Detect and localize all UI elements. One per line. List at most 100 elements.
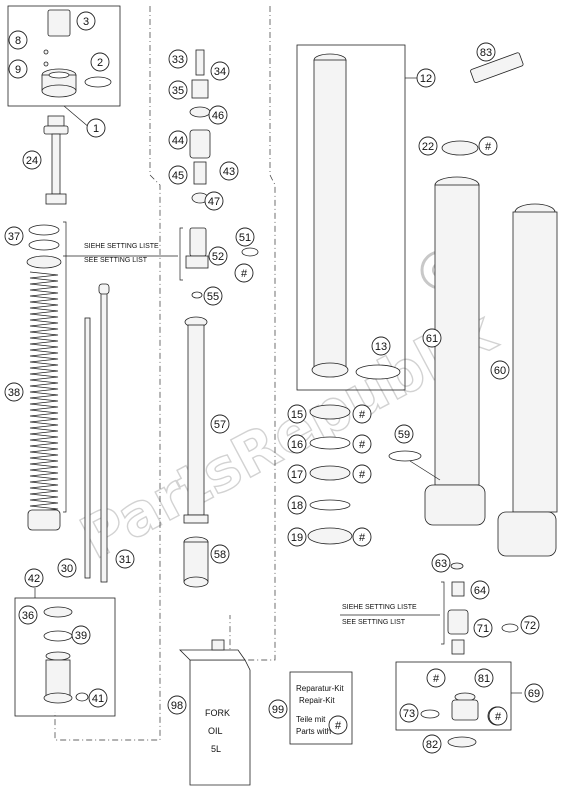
compression-kit-part — [43, 606, 89, 704]
svg-text:55: 55 — [207, 291, 219, 303]
callout-45: 45 — [168, 165, 188, 185]
svg-text:46: 46 — [212, 110, 224, 122]
svg-text:Parts with: Parts with — [296, 727, 331, 736]
hash-marker: # — [352, 527, 372, 547]
svg-text:Repair-Kit: Repair-Kit — [299, 696, 335, 705]
svg-text:34: 34 — [214, 66, 226, 78]
svg-text:61: 61 — [426, 333, 438, 345]
svg-text:15: 15 — [291, 409, 303, 421]
svg-text:FORK: FORK — [205, 708, 230, 718]
svg-text:5L: 5L — [211, 744, 221, 754]
svg-text:41: 41 — [92, 693, 104, 705]
callout-41: 41 — [88, 688, 108, 708]
hash-marker: # — [426, 668, 446, 688]
callout-36: 36 — [18, 605, 38, 625]
svg-text:37: 37 — [8, 231, 20, 243]
callout-1: 1 — [86, 118, 106, 138]
callout-8: 8 — [8, 30, 28, 50]
callout-63: 63 — [431, 553, 451, 573]
repair-kit-card: Reparatur-Kit Repair-Kit Teile mit Parts… — [289, 671, 353, 745]
callout-72: 72 — [520, 615, 540, 635]
inner-tube-box — [296, 44, 406, 391]
callout-19: 19 — [287, 527, 307, 547]
svg-text:#: # — [359, 469, 366, 481]
svg-text:69: 69 — [528, 688, 540, 700]
hash-marker: # — [352, 464, 372, 484]
fork-cap-part — [41, 9, 112, 98]
callout-64: 64 — [470, 580, 490, 600]
svg-text:18: 18 — [291, 500, 303, 512]
callout-98: 98 — [167, 695, 187, 715]
divider-line — [54, 6, 161, 741]
callout-16: 16 — [287, 434, 307, 454]
bottom-valve-part — [420, 562, 519, 748]
svg-text:12: 12 — [420, 73, 432, 85]
shim-stack-part — [185, 227, 259, 299]
setting-note-en: SEE SETTING LIST — [84, 257, 148, 264]
inner-tube-part — [311, 53, 401, 380]
svg-text:43: 43 — [223, 166, 235, 178]
callout-61: 61 — [422, 328, 442, 348]
svg-text:44: 44 — [172, 135, 184, 147]
callout-38: 38 — [4, 382, 24, 402]
callout-18: 18 — [287, 495, 307, 515]
svg-text:24: 24 — [26, 155, 38, 167]
callout-31: 31 — [115, 549, 135, 569]
svg-text:81: 81 — [478, 673, 490, 685]
callout-42: 42 — [24, 568, 44, 588]
callout-3: 3 — [76, 11, 96, 31]
svg-text:35: 35 — [172, 85, 184, 97]
svg-text:63: 63 — [435, 558, 447, 570]
svg-text:22: 22 — [422, 141, 434, 153]
svg-text:1: 1 — [93, 123, 99, 135]
svg-text:99: 99 — [272, 704, 284, 716]
svg-text:45: 45 — [172, 170, 184, 182]
svg-text:16: 16 — [291, 439, 303, 451]
hash-marker: # — [234, 263, 254, 283]
callout-15: 15 — [287, 404, 307, 424]
svg-text:#: # — [359, 409, 366, 421]
callout-44: 44 — [168, 130, 188, 150]
seal-rings-part — [307, 404, 353, 545]
callout-46: 46 — [208, 105, 228, 125]
fork-spring-part — [26, 224, 62, 531]
svg-text:30: 30 — [61, 563, 73, 575]
callout-58: 58 — [210, 544, 230, 564]
svg-text:36: 36 — [22, 610, 34, 622]
svg-text:83: 83 — [480, 47, 492, 59]
svg-text:#: # — [335, 720, 342, 732]
callout-43: 43 — [219, 161, 239, 181]
svg-text:#: # — [359, 532, 366, 544]
compression-kit-box — [14, 597, 116, 717]
svg-text:#: # — [433, 673, 440, 685]
svg-text:52: 52 — [212, 251, 224, 263]
svg-text:98: 98 — [171, 700, 183, 712]
callout-22: 22 — [418, 136, 438, 156]
svg-text:OIL: OIL — [208, 726, 223, 736]
svg-text:9: 9 — [15, 64, 21, 76]
callout-9: 9 — [8, 59, 28, 79]
divider-line — [229, 6, 276, 661]
svg-text:13: 13 — [375, 341, 387, 353]
svg-text:57: 57 — [214, 419, 226, 431]
svg-text:17: 17 — [291, 469, 303, 481]
hash-marker: # — [328, 715, 348, 735]
callout-35: 35 — [168, 80, 188, 100]
callout-34: 34 — [210, 61, 230, 81]
callout-69: 69 — [524, 683, 544, 703]
callout-12: 12 — [416, 68, 436, 88]
oring-part — [388, 450, 422, 462]
callout-17: 17 — [287, 464, 307, 484]
callout-55: 55 — [203, 286, 223, 306]
svg-text:59: 59 — [398, 429, 410, 441]
cartridge-part — [43, 115, 69, 205]
callout-73: 73 — [399, 703, 419, 723]
svg-text:72: 72 — [524, 620, 536, 632]
svg-text:60: 60 — [494, 365, 506, 377]
svg-text:39: 39 — [75, 630, 87, 642]
callout-59: 59 — [394, 424, 414, 444]
svg-text:31: 31 — [119, 554, 131, 566]
callout-24: 24 — [22, 150, 42, 170]
hash-marker: # — [352, 404, 372, 424]
svg-text:33: 33 — [172, 54, 184, 66]
